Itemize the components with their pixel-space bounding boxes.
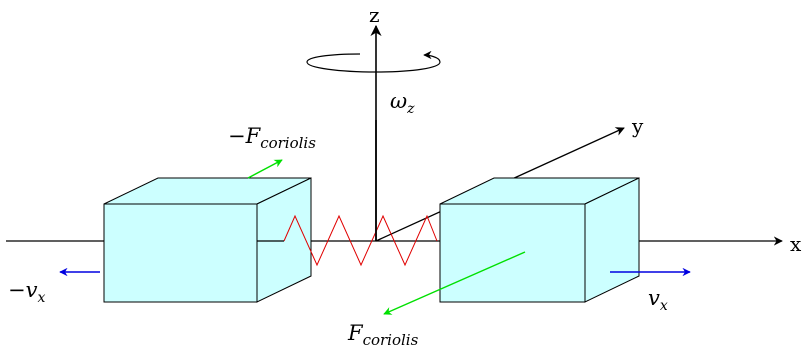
- top-coriolis-arrow: [247, 159, 283, 179]
- top-force-label: −Fcoriolis: [228, 124, 316, 152]
- omega-subscript: z: [406, 101, 415, 117]
- y-axis-label: y: [631, 114, 644, 138]
- left-velocity-symbol: v: [26, 278, 38, 302]
- right-mass: [439, 177, 640, 303]
- bottom-coriolis-arrow: [383, 251, 526, 315]
- omega-label: ωz: [390, 89, 415, 117]
- top-force-subscript: coriolis: [260, 134, 316, 152]
- right-velocity-label: vx: [648, 286, 668, 314]
- rotation-arrow-icon: [306, 50, 441, 73]
- bottom-force-subscript: coriolis: [363, 331, 419, 349]
- omega-symbol: ω: [390, 89, 407, 113]
- right-velocity-symbol: v: [648, 286, 660, 310]
- left-velocity-subscript: x: [37, 290, 45, 306]
- z-axis-label: z: [369, 3, 380, 27]
- left-mass: [103, 177, 312, 303]
- bottom-force-label: Fcoriolis: [347, 321, 419, 349]
- bottom-force-symbol: F: [347, 321, 364, 345]
- left-velocity-sign: −: [8, 278, 26, 302]
- x-axis-label: x: [790, 232, 802, 256]
- left-velocity-label: −vx: [8, 278, 45, 306]
- top-force-symbol: F: [245, 124, 262, 148]
- top-force-sign: −: [228, 124, 246, 148]
- right-velocity-subscript: x: [660, 298, 668, 314]
- spring: [283, 214, 438, 267]
